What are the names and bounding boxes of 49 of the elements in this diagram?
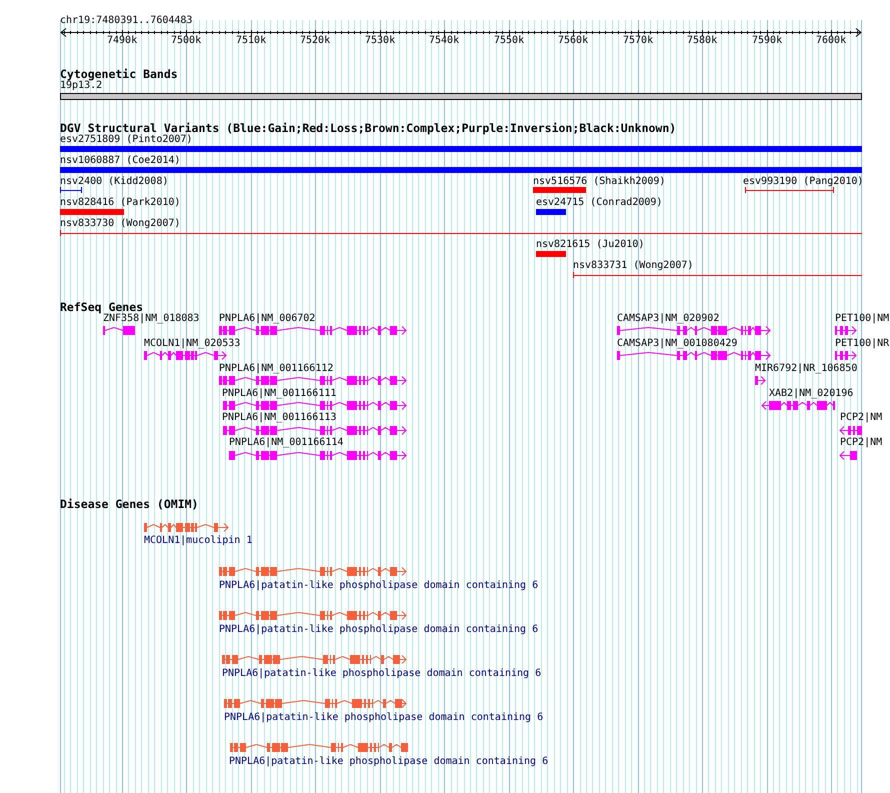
variant-label: nsv833731 (Wong2007) [573,260,694,272]
gene-label: PNPLA6|patatin-like phospholipase domain containing 6 [222,668,542,680]
gene-label: PNPLA6|patatin-like phospholipase domain containing 6 [224,712,544,724]
gene-label: PNPLA6|patatin-like phospholipase domain containing 6 [229,756,548,768]
gene-label: XAB2|NM_020196 [769,388,854,400]
gene-label: PNPLA6|patatin-like phospholipase domain containing 6 [219,580,538,592]
gene-label: MIR6792|NR_106850 [755,363,858,375]
track-title: Cytogenetic Bands [60,68,178,80]
scale-label: 7560k [558,35,588,47]
variant-label: esv24715 (Conrad2009) [536,197,662,209]
variant-label: nsv1060887 (Coe2014) [60,155,180,167]
scale-label: 7520k [300,35,330,47]
variant-label: nsv828416 (Park2010) [60,197,180,209]
scale-label: 7550k [494,35,524,47]
scale-label: 7490k [107,35,138,47]
gene-label: PNPLA6|NM_001166113 [222,412,336,424]
scale-label: 7510k [236,35,266,47]
band-label: 19p13.2 [60,80,102,92]
variant-label: esv2751809 (Pinto2007) [60,134,192,146]
track-title: DGV Structural Variants (Blue:Gain;Red:Loss;Brown:Complex;Purple:Inversion;Black:Unknown) [60,122,676,134]
variant-label: esv993190 (Pang2010) [743,176,864,188]
scale-label: 7540k [429,35,460,47]
scale-label: 7590k [752,35,782,47]
scale-label: 7500k [171,35,202,47]
gene-label: PNPLA6|NM_006702 [219,313,316,325]
variant-label: nsv2400 (Kidd2008) [60,176,168,188]
scale-label: 7530k [365,35,396,47]
gene-label: PCP2|NM [840,412,882,424]
gene-label: PNPLA6|NM_001166114 [229,437,344,449]
variant-label: nsv833730 (Wong2007) [60,218,180,230]
gene-label: CAMSAP3|NM_020902 [617,313,720,325]
gene-label: CAMSAP3|NM_001080429 [617,338,738,350]
track-title: RefSeq Genes [60,301,144,313]
scale-label: 7600k [816,35,846,47]
variant-label: nsv821615 (Ju2010) [536,239,644,251]
gene-label: PET100|NM [835,313,890,325]
track-title: Disease Genes (OMIM) [60,498,198,510]
coordinate-label: chr19:7480391..7604483 [60,15,192,27]
gene-label: PNPLA6|patatin-like phospholipase domain containing 6 [219,624,538,636]
gene-label: PNPLA6|NM_001166112 [219,363,334,375]
gene-label: MCOLN1|mucolipin 1 [144,535,252,547]
scale-label: 7570k [623,35,654,47]
gene-label: PCP2|NM [840,437,882,449]
gene-label: MCOLN1|NM_020533 [144,338,240,350]
gene-label: PET100|NR [835,338,890,350]
variant-label: nsv516576 (Shaikh2009) [533,176,666,188]
scale-label: 7580k [687,35,718,47]
gene-label: PNPLA6|NM_001166111 [222,388,336,400]
gene-label: ZNF358|NM_018083 [103,313,200,325]
